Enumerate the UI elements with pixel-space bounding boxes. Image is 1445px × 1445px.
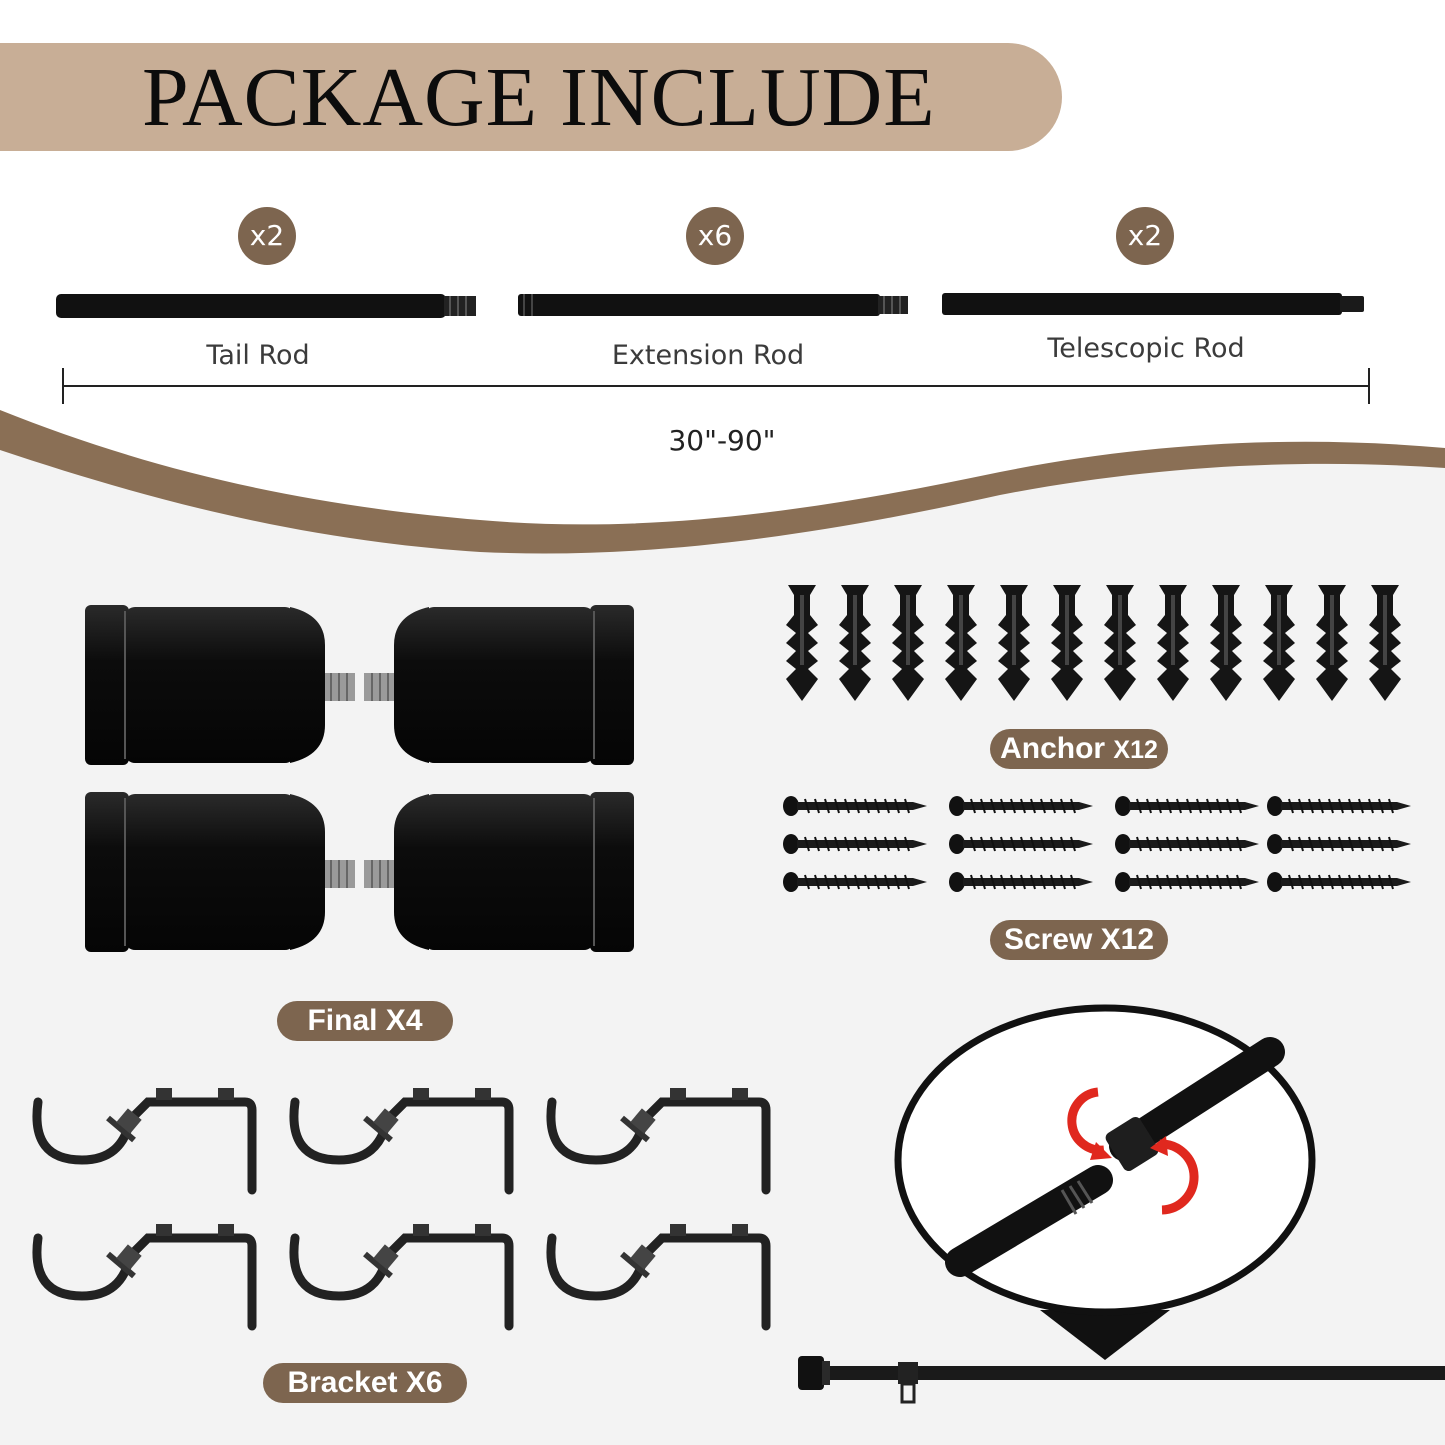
extension-rod-icon (518, 294, 908, 316)
length-range-label: 30"-90" (668, 424, 776, 457)
anchor-name: Anchor (1000, 732, 1106, 765)
telescopic-rod-quantity-badge: x2 (1116, 207, 1174, 265)
extension-rod-quantity-badge: x6 (686, 207, 744, 265)
screw-count-pill: Screw X12 (990, 920, 1168, 960)
curtain-rod-icon (798, 1356, 1445, 1404)
page-title: PACKAGE INCLUDE (142, 51, 936, 144)
rods-illustration (56, 293, 1370, 404)
telescopic-rod-label: Telescopic Rod (1047, 333, 1245, 364)
extension-rod-label: Extension Rod (611, 340, 805, 371)
tail-rod-quantity-badge: x2 (238, 207, 296, 265)
finial-icon (84, 604, 635, 953)
telescopic-rod-icon (942, 293, 1364, 315)
length-dimension-line (62, 368, 1370, 404)
rotate-arrow-icon (1067, 1087, 1199, 1215)
screw-icon (782, 795, 1412, 893)
tail-rod-label: Tail Rod (206, 340, 310, 371)
title-banner (0, 43, 1062, 151)
magnifier-icon (894, 1004, 1316, 1360)
anchor-icon (786, 585, 1401, 701)
bracket-count-pill: Bracket X6 (263, 1363, 467, 1403)
bracket-icon (37, 1088, 766, 1326)
anchor-count: X12 (1113, 736, 1158, 764)
anchor-count-pill: Anchor X12 (990, 729, 1168, 769)
tail-rod-icon (56, 294, 476, 318)
finial-count-pill: Final X4 (277, 1001, 453, 1041)
